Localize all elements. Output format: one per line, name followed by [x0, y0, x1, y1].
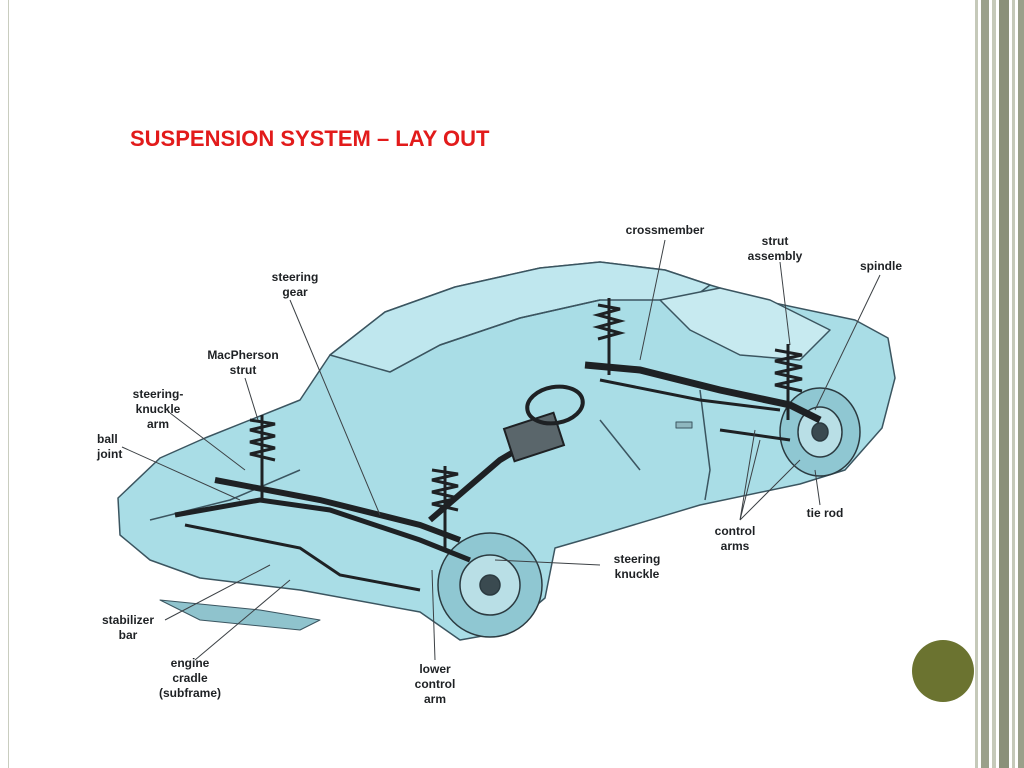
coil-springs	[249, 298, 803, 550]
label-stabilizer-bar-1: stabilizer	[102, 613, 154, 627]
label-ball-joint-2: joint	[96, 447, 122, 461]
front-right-strut	[431, 466, 459, 550]
steering-rack	[214, 477, 462, 543]
label-engine-cradle-3: (subframe)	[159, 686, 221, 700]
label-engine-cradle-1: engine	[171, 656, 210, 670]
label-control-arms-2: arms	[721, 539, 750, 553]
part-labels: crossmember strut assembly spindle steer…	[96, 223, 902, 706]
label-macpherson-1: MacPherson	[207, 348, 278, 362]
left-border-rule	[8, 0, 9, 768]
slide-title: SUSPENSION SYSTEM – LAY OUT	[130, 126, 490, 151]
rear-left-strut	[592, 298, 626, 375]
label-steering-knuckle-arm-3: arm	[147, 417, 169, 431]
accent-circle	[912, 640, 974, 702]
label-macpherson-2: strut	[230, 363, 257, 377]
label-steering-gear-1: steering	[272, 270, 319, 284]
suspension-components	[174, 361, 822, 592]
label-lower-control-arm-1: lower	[419, 662, 451, 676]
label-strut-assembly-2: assembly	[748, 249, 803, 263]
label-steering-knuckle-2: knuckle	[615, 567, 660, 581]
label-tie-rod: tie rod	[807, 506, 844, 520]
label-strut-assembly-1: strut	[762, 234, 789, 248]
rear-right-strut	[774, 344, 803, 420]
label-steering-knuckle-arm-1: steering-	[133, 387, 184, 401]
label-stabilizer-bar-2: bar	[119, 628, 138, 642]
label-lower-control-arm-3: arm	[424, 692, 446, 706]
label-steering-gear-2: gear	[282, 285, 308, 299]
label-control-arms-1: control	[715, 524, 756, 538]
label-spindle: spindle	[860, 259, 902, 273]
label-steering-knuckle-arm-2: knuckle	[136, 402, 181, 416]
label-steering-knuckle-1: steering	[614, 552, 661, 566]
front-left-strut	[249, 415, 276, 500]
label-engine-cradle-2: cradle	[172, 671, 208, 685]
label-crossmember: crossmember	[626, 223, 705, 237]
label-ball-joint-1: ball	[97, 432, 118, 446]
stabilizer-bar-part	[184, 523, 421, 592]
leader-lines	[121, 239, 881, 661]
label-lower-control-arm-2: control	[415, 677, 456, 691]
front-subframe	[174, 497, 471, 563]
right-decorative-bars	[975, 0, 1024, 768]
rear-axle-crossmember	[584, 361, 822, 424]
steering-wheel	[525, 384, 585, 426]
